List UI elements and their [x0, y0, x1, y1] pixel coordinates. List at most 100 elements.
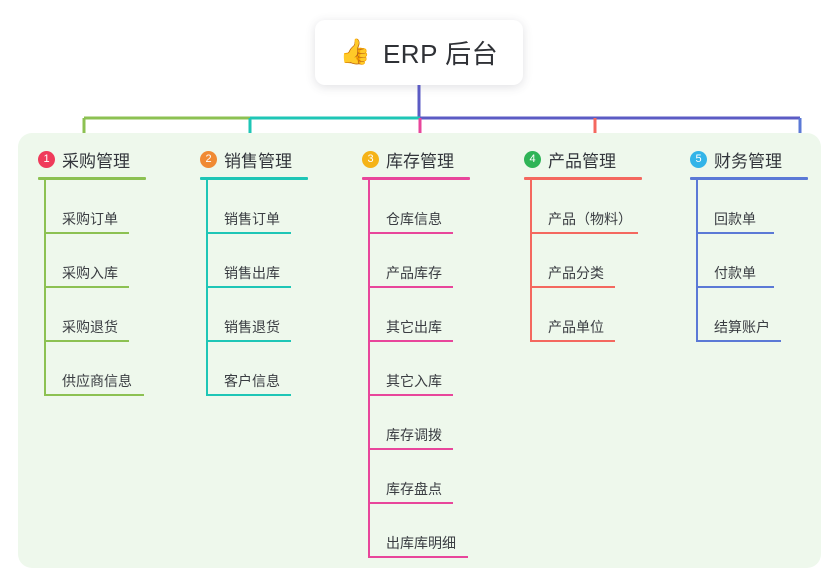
column-badge-1: 1	[38, 150, 55, 168]
list-item-underline	[44, 340, 129, 342]
list-item-underline	[368, 394, 453, 396]
column-3[interactable]: 3 库存管理仓库信息产品库存其它出库其它入库库存调拨库存盘点出库库明细	[362, 148, 470, 558]
column-title-1: 采购管理	[62, 151, 130, 171]
column-underline-2	[200, 177, 308, 180]
list-item-underline	[368, 232, 453, 234]
list-item-underline	[530, 340, 615, 342]
list-item[interactable]: 采购订单	[44, 180, 146, 234]
list-item[interactable]: 销售订单	[206, 180, 308, 234]
column-items-1: 采购订单采购入库采购退货供应商信息	[44, 180, 146, 396]
list-item[interactable]: 销售出库	[206, 234, 308, 288]
list-item-underline	[368, 502, 453, 504]
list-item-underline	[368, 556, 468, 558]
column-title-4: 产品管理	[548, 151, 616, 171]
list-item[interactable]: 仓库信息	[368, 180, 470, 234]
list-item-label: 客户信息	[224, 373, 280, 389]
column-header-1[interactable]: 1 采购管理	[38, 148, 146, 171]
list-item[interactable]: 其它出库	[368, 288, 470, 342]
list-item-label: 回款单	[714, 211, 756, 227]
list-item[interactable]: 回款单	[696, 180, 808, 234]
list-item-label: 仓库信息	[386, 211, 442, 227]
column-1[interactable]: 1 采购管理采购订单采购入库采购退货供应商信息	[38, 148, 146, 396]
root-node-content: 👍 ERP 后台	[340, 34, 498, 71]
list-item[interactable]: 产品（物料）	[530, 180, 642, 234]
column-4[interactable]: 4 产品管理产品（物料） 产品分类产品单位	[524, 148, 642, 342]
column-underline-5	[690, 177, 808, 180]
root-node-card[interactable]: 👍 ERP 后台	[315, 20, 523, 85]
column-header-5[interactable]: 5 财务管理	[690, 148, 808, 171]
column-badge-4: 4	[524, 150, 541, 168]
list-item-underline	[44, 394, 144, 396]
list-item-label: 产品分类	[548, 265, 604, 281]
column-spine-2	[206, 180, 208, 396]
column-spine-1	[44, 180, 46, 396]
list-item[interactable]: 出库库明细	[368, 504, 470, 558]
list-item-underline	[368, 286, 453, 288]
list-item-underline	[530, 286, 615, 288]
list-item[interactable]: 客户信息	[206, 342, 308, 396]
thumbs-up-icon: 👍	[339, 38, 371, 66]
list-item-underline	[44, 286, 129, 288]
column-title-2: 销售管理	[224, 151, 292, 171]
list-item-label: 销售出库	[224, 265, 280, 281]
column-header-3[interactable]: 3 库存管理	[362, 148, 470, 171]
column-items-5: 回款单付款单结算账户	[696, 180, 808, 342]
list-item-underline	[368, 340, 453, 342]
list-item[interactable]: 销售退货	[206, 288, 308, 342]
list-item[interactable]: 产品单位	[530, 288, 642, 342]
list-item-label: 产品单位	[548, 319, 604, 335]
list-item[interactable]: 结算账户	[696, 288, 808, 342]
list-item[interactable]: 产品分类	[530, 234, 642, 288]
list-item-label: 销售退货	[224, 319, 280, 335]
list-item-label: 结算账户	[714, 319, 770, 335]
list-item-underline	[530, 232, 638, 234]
list-item-label: 产品（物料）	[548, 211, 632, 227]
column-underline-1	[38, 177, 146, 180]
list-item-label: 其它入库	[386, 373, 442, 389]
list-item-label: 销售订单	[224, 211, 280, 227]
list-item-underline	[696, 286, 774, 288]
list-item[interactable]: 库存调拨	[368, 396, 470, 450]
column-spine-3	[368, 180, 370, 558]
list-item-label: 产品库存	[386, 265, 442, 281]
list-item[interactable]: 产品库存	[368, 234, 470, 288]
column-5[interactable]: 5 财务管理回款单付款单结算账户	[690, 148, 808, 342]
list-item[interactable]: 付款单	[696, 234, 808, 288]
column-header-2[interactable]: 2 销售管理	[200, 148, 308, 171]
list-item-label: 库存调拨	[386, 427, 442, 443]
column-badge-2: 2	[200, 150, 217, 168]
list-item-underline	[44, 232, 129, 234]
column-header-4[interactable]: 4 产品管理	[524, 148, 642, 171]
column-spine-4	[530, 180, 532, 342]
diagram-panel	[18, 133, 821, 568]
list-item-underline	[206, 340, 291, 342]
column-title-5: 财务管理	[714, 151, 782, 171]
list-item-underline	[206, 232, 291, 234]
list-item-label: 供应商信息	[62, 373, 132, 389]
list-item-underline	[696, 340, 781, 342]
column-items-2: 销售订单销售出库销售退货客户信息	[206, 180, 308, 396]
root-node-title: ERP 后台	[382, 39, 499, 69]
list-item-underline	[368, 448, 453, 450]
list-item-label: 出库库明细	[386, 535, 456, 551]
list-item-label: 付款单	[714, 265, 756, 281]
column-2[interactable]: 2 销售管理销售订单销售出库销售退货客户信息	[200, 148, 308, 396]
list-item-label: 采购订单	[62, 211, 118, 227]
list-item[interactable]: 采购入库	[44, 234, 146, 288]
list-item-label: 采购入库	[62, 265, 118, 281]
column-underline-4	[524, 177, 642, 180]
column-items-4: 产品（物料） 产品分类产品单位	[530, 180, 642, 342]
column-badge-3: 3	[362, 150, 379, 168]
column-underline-3	[362, 177, 470, 180]
list-item[interactable]: 其它入库	[368, 342, 470, 396]
column-title-3: 库存管理	[386, 151, 454, 171]
list-item-label: 库存盘点	[386, 481, 442, 497]
list-item[interactable]: 采购退货	[44, 288, 146, 342]
column-spine-5	[696, 180, 698, 342]
list-item[interactable]: 供应商信息	[44, 342, 146, 396]
list-item-label: 采购退货	[62, 319, 118, 335]
column-badge-5: 5	[690, 150, 707, 168]
column-items-3: 仓库信息产品库存其它出库其它入库库存调拨库存盘点出库库明细	[368, 180, 470, 558]
list-item-underline	[206, 286, 291, 288]
list-item[interactable]: 库存盘点	[368, 450, 470, 504]
